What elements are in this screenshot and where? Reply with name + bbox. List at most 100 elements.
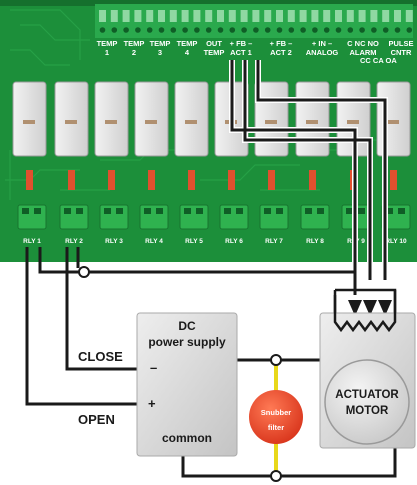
terminal-screw <box>196 208 203 214</box>
terminal-screw <box>317 208 324 214</box>
header-screw <box>394 27 401 33</box>
header-pin <box>276 10 283 22</box>
relay-body <box>295 81 330 157</box>
wire-junctions <box>78 266 282 482</box>
relay-led <box>188 170 195 190</box>
relay-body <box>12 81 47 157</box>
motor-label-line1: ACTUATOR <box>335 389 399 401</box>
pcb-shadow <box>0 0 417 6</box>
terminal-screw <box>22 208 29 214</box>
feedback-potentiometer <box>333 290 397 333</box>
relay-label: RLY 3 <box>105 238 123 245</box>
relay-mark <box>185 120 197 124</box>
relay-mark <box>347 120 359 124</box>
snubber-label-line1: Snubber <box>261 408 291 417</box>
terminal-screw <box>346 208 353 214</box>
terminal-screw <box>76 208 83 214</box>
header-pin <box>110 10 118 22</box>
header-screw <box>146 27 153 33</box>
psu-minus-label: – <box>150 360 157 375</box>
relay-body <box>174 81 209 157</box>
header-screw <box>335 27 342 33</box>
close-label: CLOSE <box>78 349 123 364</box>
header-screw <box>158 27 165 33</box>
relay-label: RLY 8 <box>306 238 324 245</box>
header-pin <box>99 10 106 22</box>
psu-title-line2: power supply <box>148 335 226 349</box>
header-label-line1: TEMP <box>177 39 198 48</box>
header-label-line2: CNTR <box>391 48 412 57</box>
terminal-screw <box>184 208 191 214</box>
terminal-screw <box>386 208 393 214</box>
terminal-screw <box>116 208 123 214</box>
relay-label: RLY 10 <box>385 238 407 245</box>
header-label-line2: 1 <box>105 48 109 57</box>
header-pin <box>405 10 413 22</box>
relay-led <box>228 170 235 190</box>
header-label-line2: 4 <box>185 48 190 57</box>
header-pin <box>193 10 201 22</box>
relay-mark <box>265 120 277 124</box>
alarm-sub-label: CC CA OA <box>360 56 397 65</box>
header-pin <box>146 10 154 22</box>
relay-mark <box>387 120 399 124</box>
terminal-screw <box>305 208 312 214</box>
header-screw <box>170 27 177 33</box>
header-pin <box>122 10 130 22</box>
header-screw <box>300 27 306 33</box>
relay-label: RLY 1 <box>23 238 41 245</box>
header-screw <box>406 27 413 33</box>
motor-label-line2: MOTOR <box>346 405 389 417</box>
header-label-line1: + IN – <box>312 39 332 48</box>
header-screw <box>312 27 318 33</box>
header-screw <box>194 27 200 33</box>
header-label-line2: ALARM <box>349 48 376 57</box>
relay-label: RLY 5 <box>185 238 203 245</box>
relay-led <box>148 170 155 190</box>
header-pin <box>205 10 213 22</box>
relay-body <box>94 81 129 157</box>
header-screw <box>111 27 118 33</box>
header-label-line1: + FB – <box>270 39 293 48</box>
header-label-line1: TEMP <box>150 39 171 48</box>
header-pin <box>169 10 177 22</box>
header-label-line2: TEMP <box>204 48 225 57</box>
relay-led <box>309 170 316 190</box>
header-pin <box>264 10 272 22</box>
relay-body <box>134 81 169 157</box>
header-label-line1: C NC NO <box>347 39 379 48</box>
header-screw <box>217 27 224 33</box>
header-screw <box>135 27 141 33</box>
relay-label: RLY 6 <box>225 238 243 245</box>
header-pin <box>346 10 354 22</box>
header-screw <box>182 27 188 33</box>
psu-plus-label: + <box>148 396 156 411</box>
header-screw <box>253 27 259 33</box>
relay-mark <box>65 120 77 124</box>
feedback-arrows <box>348 300 392 316</box>
terminal-screw <box>104 208 111 214</box>
header-label-line1: TEMP <box>97 39 118 48</box>
relay-led <box>26 170 33 190</box>
relay-body <box>376 81 411 157</box>
header-label-line1: TEMP <box>124 39 145 48</box>
header-screw <box>347 27 354 33</box>
header-pin <box>323 10 331 22</box>
terminal-screw <box>64 208 71 214</box>
open-label: OPEN <box>78 412 115 427</box>
header-screw <box>205 27 212 33</box>
header-screw <box>229 27 236 33</box>
header-label-line2: ANALOG <box>306 48 339 57</box>
header-screw <box>288 27 295 33</box>
relay-mark <box>23 120 35 124</box>
terminal-screw <box>144 208 151 214</box>
header-pin <box>240 10 248 22</box>
header-screw <box>99 27 106 33</box>
header-pin <box>311 10 319 22</box>
header-pin <box>181 10 189 22</box>
header-pin <box>217 10 224 22</box>
terminal-screw <box>224 208 231 214</box>
terminal-screw <box>34 208 41 214</box>
terminal-screw <box>156 208 163 214</box>
